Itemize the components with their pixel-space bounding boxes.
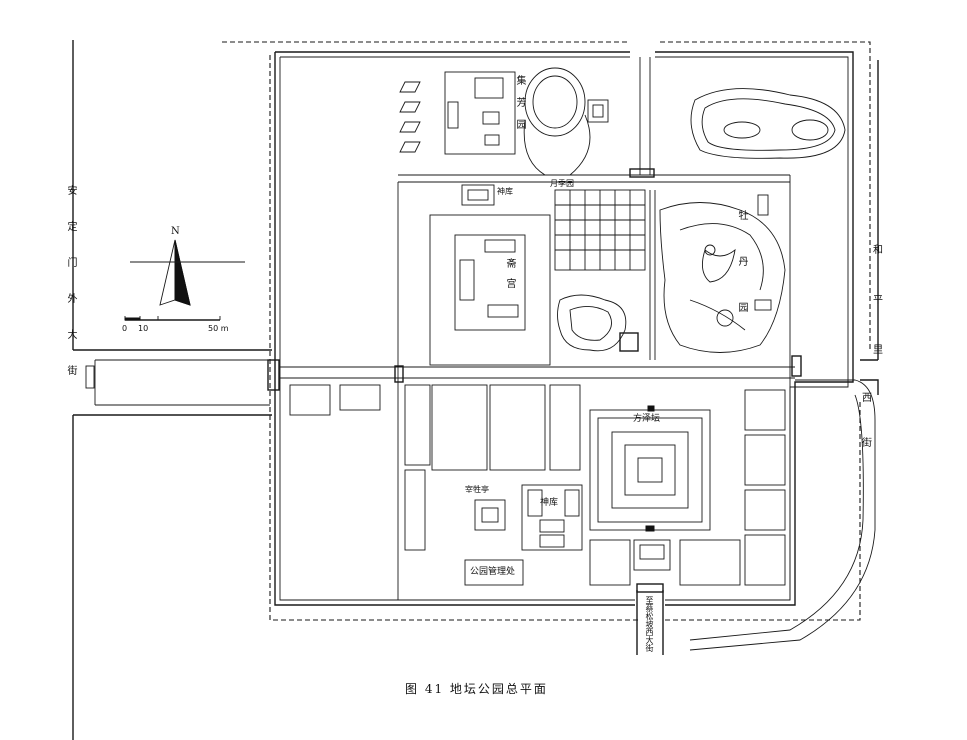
jifangyuan-court — [444, 71, 516, 155]
east-street-he: 和 — [873, 245, 883, 256]
park-boundary-dashed — [222, 41, 871, 621]
inner-west-gate — [394, 365, 404, 383]
east-street-jie: 街 — [862, 438, 872, 449]
mudanyuan-label: 牡丹园 — [736, 210, 747, 348]
west-avenue-entry — [94, 359, 270, 406]
shenku-north-hall — [461, 184, 495, 206]
scale-label-50: 50 m — [208, 324, 229, 333]
zaishengting-hall — [474, 499, 506, 531]
west-gate — [267, 359, 280, 391]
south-hall — [633, 539, 671, 571]
north-label: N — [171, 226, 180, 237]
central-axis-road — [649, 190, 656, 360]
jifangyuan-label: 集芳园 — [514, 75, 525, 141]
mudanyuan — [659, 202, 786, 353]
zaishengting-label: 宰牲亭 — [465, 485, 489, 494]
north-lake — [690, 88, 846, 159]
pond-pavilion — [619, 332, 639, 352]
scale-label-10: 10 — [138, 324, 149, 333]
fangzetan-core — [637, 457, 663, 483]
office-label: 公园管理处 — [470, 567, 516, 577]
east-curve-road — [689, 379, 876, 651]
office-building — [464, 559, 524, 586]
east-gate — [791, 355, 802, 377]
yuejiyuan-label: 月季园 — [550, 179, 574, 188]
west-avenue — [72, 40, 272, 740]
central-avenue — [280, 366, 795, 379]
east-curve-road-inner — [689, 394, 864, 641]
outer-wall-inner — [279, 56, 849, 601]
west-pavilions — [399, 81, 421, 153]
west-pond — [557, 294, 627, 352]
west-street-text: 安定门外大街 — [65, 185, 76, 401]
east-street-xi: 西 — [862, 393, 872, 404]
south-road — [636, 590, 664, 655]
south-gate — [636, 583, 664, 593]
fangzetan-label: 方泽坛 — [633, 414, 661, 424]
yuejiyuan-grid — [554, 189, 646, 271]
loop-garden-inner — [532, 75, 578, 129]
west-gatehouse — [85, 365, 95, 389]
scale-label-0: 0 — [122, 324, 128, 333]
fangzetan-middle — [611, 431, 689, 509]
zhaigong-outer — [429, 214, 551, 366]
east-street-ping: 平 — [873, 295, 883, 306]
fangzetan-outer — [589, 409, 711, 531]
east-street-li: 里 — [873, 345, 883, 356]
shenku-south-label: 神库 — [540, 498, 559, 508]
shenku-south-court — [521, 484, 583, 551]
north-axis-road — [639, 57, 651, 175]
zhaigong-court — [454, 234, 526, 331]
east-avenue — [860, 60, 879, 395]
loop-pavilion — [587, 99, 609, 123]
south-road-label: 至蔡松坡西大街 — [645, 596, 654, 652]
north-inner-gate — [629, 168, 655, 178]
zhaigong-label: 斋宫 — [504, 258, 515, 298]
north-arrow — [130, 239, 245, 306]
shenkuku-label: 神库 — [497, 187, 513, 196]
figure-caption: 图 41 地坛公园总平面 — [405, 682, 548, 696]
west-street-label: 安定门外大街 — [50, 185, 76, 401]
scale-bar — [124, 316, 221, 321]
south-west-blocks — [404, 384, 786, 586]
loop-garden-outer — [524, 67, 586, 137]
outer-wall — [274, 51, 854, 606]
north-avenue — [398, 174, 790, 183]
